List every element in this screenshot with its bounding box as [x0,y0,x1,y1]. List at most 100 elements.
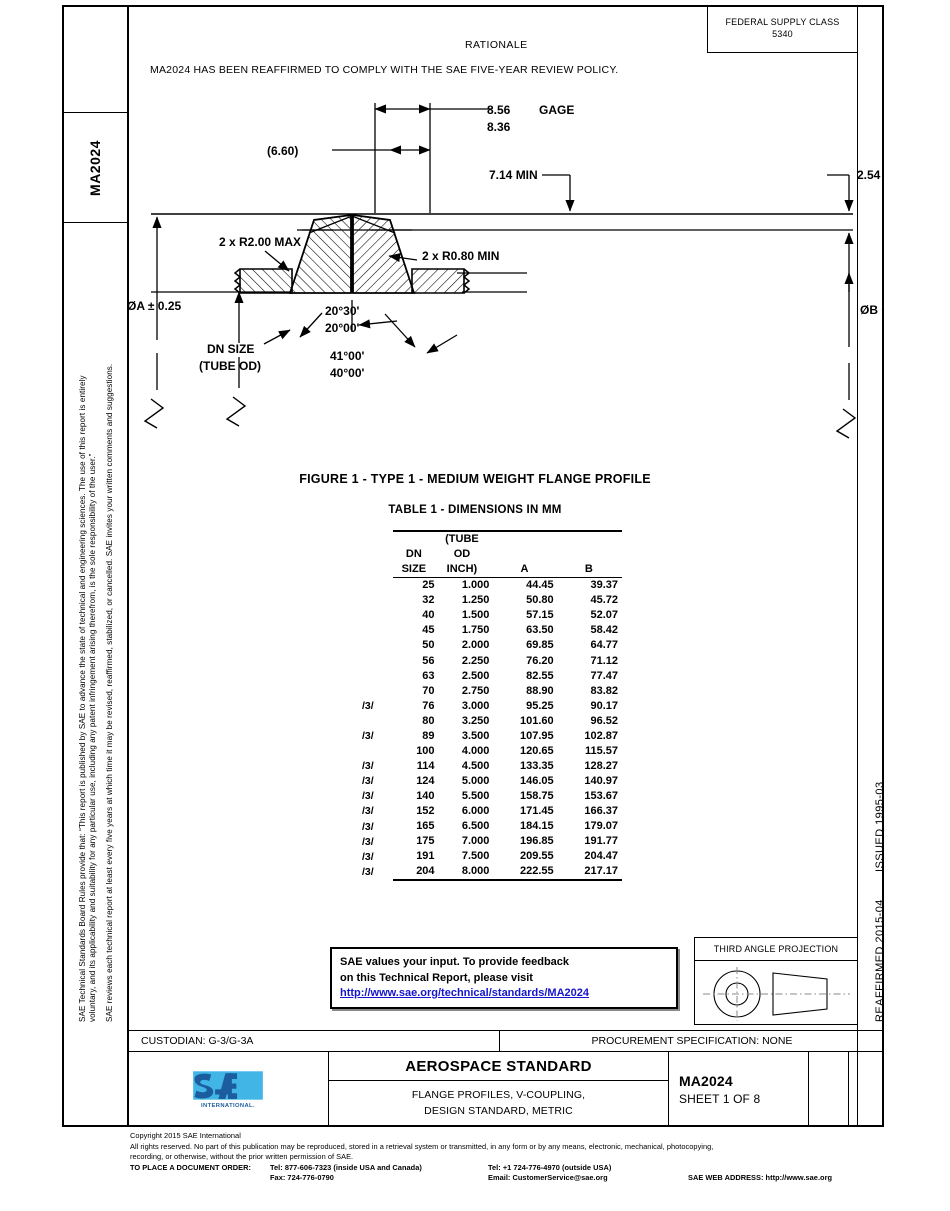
cell-note [360,593,393,608]
cell-dn: 204 [393,864,435,882]
figure-caption: FIGURE 1 - TYPE 1 - MEDIUM WEIGHT FLANGE… [299,472,651,486]
cell-a: 101.60 [520,714,554,727]
custodian-strip [127,1030,884,1052]
cell-od: 4.500 [461,759,490,772]
cell-a: 95.25 [526,699,554,712]
svg-text:INTERNATIONAL.: INTERNATIONAL. [201,1102,255,1108]
cell-note [360,684,393,699]
angle-b-lower: 40°00' [330,366,364,380]
cell-od: 2.500 [461,669,490,682]
cell-a: 209.55 [520,850,554,863]
cell-dn: 56 [422,654,435,667]
third-angle-projection-title: THIRD ANGLE PROJECTION [695,938,857,961]
standard-number-cell: MA2024 SHEET 1 OF 8 [669,1052,809,1127]
cell-od: 5.000 [461,775,490,787]
nom-2-54-label: 2.54 NOM [857,168,884,182]
footer-tel-outside: Tel: +1 724-776-4970 (outside USA) [488,1162,612,1172]
cell-b: 64.77 [590,639,618,652]
feedback-link[interactable]: http://www.sae.org/technical/standards/M… [340,986,589,999]
angle-b-upper: 41°00' [330,349,364,363]
cell-b: 102.87 [584,729,618,742]
cell-dn: 50 [422,639,435,652]
cell-a: 63.50 [526,624,554,637]
third-angle-projection-box: THIRD ANGLE PROJECTION [694,937,857,1025]
footer-order-row-1: TO PLACE A DOCUMENT ORDER: Tel: 877-606-… [130,1163,920,1174]
cell-od: 7.500 [461,850,490,863]
cell-a: 69.85 [526,639,554,652]
cell-od: 1.250 [461,594,490,607]
cell-b: 58.42 [590,624,618,637]
footer-rights-1: All rights reserved. No part of this pub… [130,1141,714,1151]
cell-b: 96.52 [590,714,618,727]
rationale-text: MA2024 HAS BEEN REAFFIRMED TO COMPLY WIT… [150,64,619,76]
cell-dn: 70 [422,684,435,697]
cell-b: 191.77 [584,835,618,848]
cell-note [360,578,393,594]
cell-od: 7.000 [461,835,490,848]
standard-title-cell: AEROSPACE STANDARD FLANGE PROFILES, V-CO… [329,1052,669,1127]
titleblock-blank-cell-b [849,1052,884,1127]
cell-note [360,744,393,759]
angle-a-lower: 20°00' [325,321,359,335]
custodian-field: CUSTODIAN: G-3/G-3A [127,1030,500,1052]
cell-dn: 76 [422,699,435,712]
radius-min-label: 2 x R0.80 MIN [422,249,499,263]
cell-od: 2.000 [461,639,490,652]
inner-border [127,5,884,1127]
cell-note [360,654,393,669]
cell-note: /3/ [362,805,374,818]
federal-supply-class-box: FEDERAL SUPPLY CLASS 5340 [707,5,857,53]
feedback-line-2: on this Technical Report, please visit [340,971,533,984]
cell-b: 166.37 [584,805,618,818]
cell-note [360,638,393,653]
right-rail-divider [857,5,858,1127]
cell-od: 1.750 [461,624,490,637]
cell-b: 115.57 [584,744,618,757]
cell-note: /3/ [362,760,374,773]
col-od-line2: OD [453,548,471,561]
cell-b: 217.17 [559,864,622,882]
page-border [62,5,884,1127]
footer-email: Email: CustomerService@sae.org [488,1173,608,1183]
dn-size-label-line2: (TUBE OD) [199,359,261,373]
issued-date-label: ISSUED 1995-03 [874,781,886,872]
cell-dn: 152 [416,805,435,818]
cell-a: 44.45 [526,579,554,592]
footer-order-row-2: Fax: 724-776-0790 Email: CustomerService… [130,1173,920,1184]
procurement-spec-field: PROCUREMENT SPECIFICATION: NONE [591,1035,793,1047]
footer: Copyright 2015 SAE International All rig… [130,1131,920,1184]
cell-note: /3/ [362,775,374,788]
cell-b: 77.47 [590,669,618,682]
table-head: (TUBE DN OD SIZE INCH) A B [360,529,622,579]
cell-note: /3/ [362,866,374,879]
cell-a: 146.05 [520,775,554,787]
col-od-line1: (TUBE [434,529,496,548]
cell-note [360,623,393,638]
cell-note: /3/ [362,790,374,803]
cell-b: 128.27 [584,759,618,772]
cell-dn: 165 [416,820,435,833]
legal-notice-line-2: voluntary, and its applicability and sui… [88,453,97,1022]
cell-od: 2.250 [461,654,490,667]
standard-number-value: MA2024 [679,1073,733,1089]
cell-b: 90.17 [590,699,618,712]
cell-od: 3.250 [461,714,490,727]
cell-a: 50.80 [526,594,554,607]
cell-b: 140.97 [584,775,618,787]
third-angle-projection-symbol [703,967,850,1021]
cell-note: /3/ [362,730,374,743]
table-row: 50 2.000 69.85 64.77 [360,638,622,653]
footer-rights-2: recording, or otherwise, without the pri… [130,1152,354,1162]
cell-a: 184.15 [520,820,554,833]
cell-dn: 100 [416,744,435,757]
